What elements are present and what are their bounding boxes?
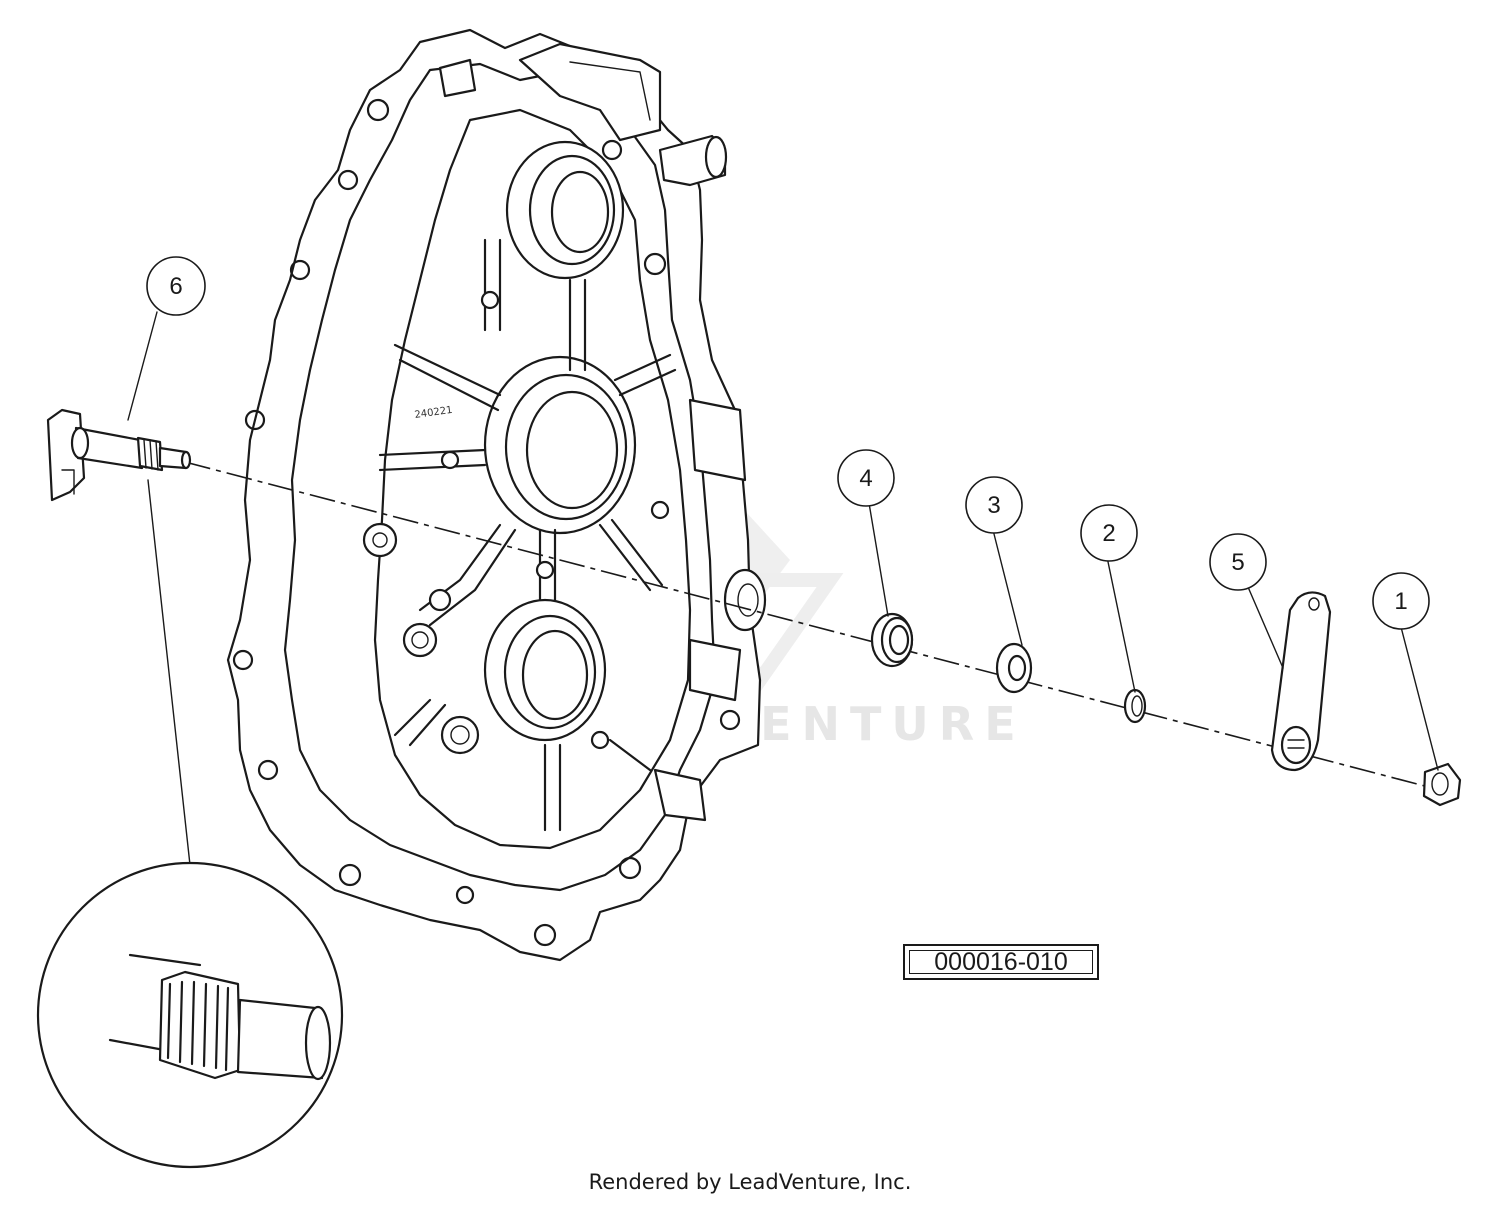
callout-5-label: 5 — [1231, 549, 1244, 576]
housing-bosses — [362, 290, 670, 755]
callout-2: 2 — [1080, 504, 1138, 562]
callout-4-label: 4 — [859, 465, 872, 492]
casting-stamp: 240221 — [414, 405, 453, 421]
callout-3: 3 — [965, 476, 1023, 534]
bearing-bore-bottom — [483, 598, 607, 742]
detail-view — [36, 479, 344, 1169]
housing-gasket-face — [283, 62, 717, 892]
shift-shaft-port — [653, 398, 767, 822]
callout-2-label: 2 — [1102, 520, 1115, 547]
bearing-bore-top — [505, 140, 625, 280]
seal-part-4 — [870, 612, 914, 668]
housing-ribs — [378, 238, 677, 832]
housing-top-boss — [518, 42, 662, 142]
callout-3-label: 3 — [987, 492, 1000, 519]
assembly-axis — [184, 461, 1441, 791]
shift-shaft-part-6 — [46, 408, 192, 502]
callout-6-label: 6 — [169, 273, 182, 300]
bearing-bore-center — [483, 355, 637, 535]
flange-bolt-holes — [232, 98, 741, 947]
washer-part-3 — [995, 642, 1033, 694]
callout-5: 5 — [1209, 533, 1267, 591]
transmission-housing: 240221 — [226, 28, 767, 962]
callout-1-label: 1 — [1394, 588, 1407, 615]
retaining-ring-part-2 — [1123, 688, 1147, 724]
diagram-reference-number: 000016-010 — [903, 944, 1099, 980]
callout-6: 6 — [146, 256, 206, 316]
flange-nut-part-1 — [1422, 762, 1462, 807]
housing-cavity — [373, 108, 692, 850]
footer-rendered-by: Rendered by LeadVenture, Inc. — [588, 1170, 912, 1194]
callout-1: 1 — [1372, 572, 1430, 630]
leader-lines — [127, 311, 1439, 771]
callout-4: 4 — [837, 449, 895, 507]
shift-arm-part-5 — [1270, 591, 1332, 772]
